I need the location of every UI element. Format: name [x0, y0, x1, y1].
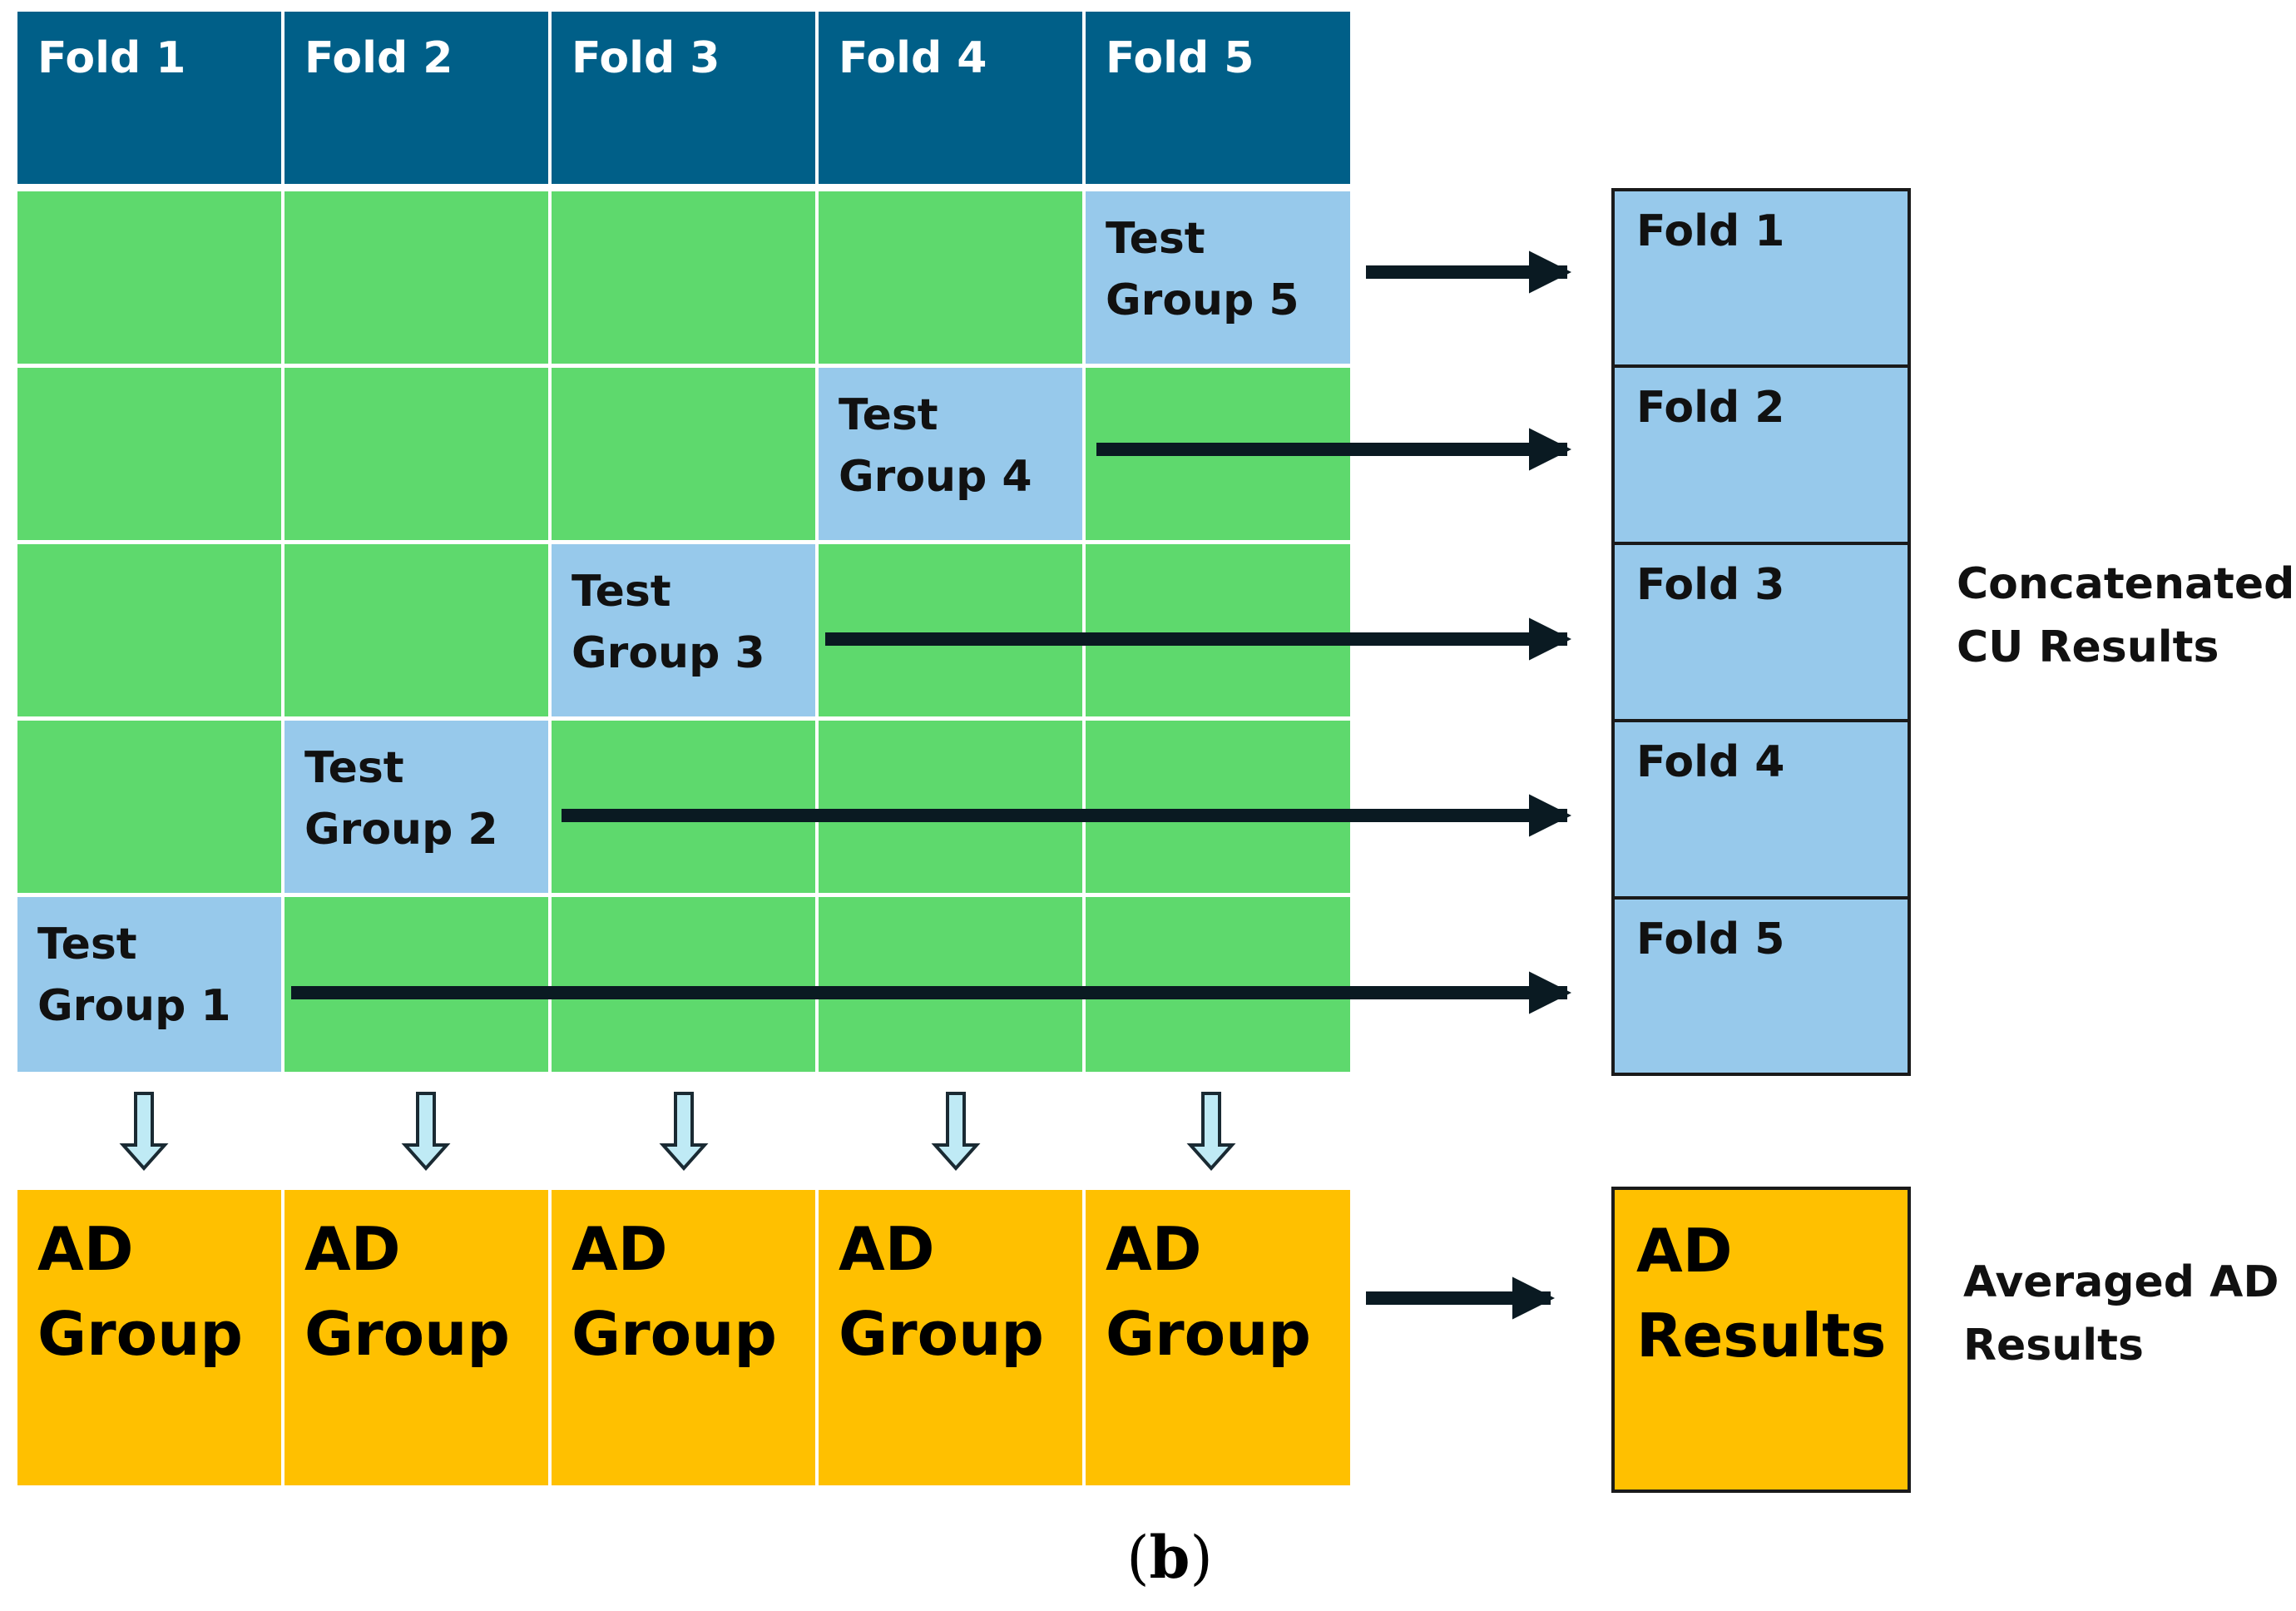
ad-group-1-line1: AD: [37, 1214, 134, 1284]
train-cell: [819, 191, 1082, 364]
test-group-5-line1: Test: [1106, 214, 1205, 264]
test-group-5-line2: Group 5: [1106, 275, 1299, 325]
ad-group-4-line2: Group: [839, 1299, 1044, 1369]
train-cell: [17, 544, 281, 716]
ad-group-5: AD Group: [1086, 1190, 1350, 1485]
down-arrow-icon: [119, 1092, 169, 1172]
cu-result-fold-4: Fold 4: [1611, 719, 1911, 897]
down-arrow-icon: [659, 1092, 709, 1172]
test-group-4: Test Group 4: [819, 368, 1082, 540]
ad-group-5-line1: AD: [1106, 1214, 1202, 1284]
ad-group-3-line1: AD: [572, 1214, 668, 1284]
fold-header-3: Fold 3: [552, 12, 815, 184]
test-group-1-line2: Group 1: [37, 981, 231, 1031]
test-group-3-line1: Test: [572, 567, 671, 617]
test-group-2: Test Group 2: [285, 721, 548, 893]
test-group-1-line1: Test: [37, 920, 137, 969]
train-cell: [285, 368, 548, 540]
test-group-4-line2: Group 4: [839, 452, 1032, 502]
cu-label-line1: Concatenated: [1957, 559, 2295, 609]
ad-group-2: AD Group: [285, 1190, 548, 1485]
cu-result-fold-2: Fold 2: [1611, 364, 1911, 543]
figure-caption: (b): [1120, 1523, 1220, 1592]
train-cell: [285, 191, 548, 364]
train-cell: [17, 721, 281, 893]
cu-result-fold-1: Fold 1: [1611, 188, 1911, 366]
caption-close: ): [1190, 1524, 1213, 1592]
train-cell: [1086, 721, 1350, 893]
train-cell: [552, 897, 815, 1072]
caption-letter: b: [1149, 1523, 1190, 1592]
ad-group-5-line2: Group: [1106, 1299, 1311, 1369]
ad-group-2-line1: AD: [304, 1214, 401, 1284]
train-cell: [1086, 897, 1350, 1072]
train-cell: [1086, 544, 1350, 716]
cu-label-line2: CU Results: [1957, 622, 2219, 672]
ad-label-line2: Results: [1963, 1321, 2144, 1371]
train-cell: [285, 544, 548, 716]
down-arrow-icon: [1186, 1092, 1236, 1172]
ad-results-box: AD Results: [1611, 1187, 1911, 1493]
averaged-ad-results-label: Averaged AD Results: [1963, 1251, 2292, 1377]
fold-header-2: Fold 2: [285, 12, 548, 184]
ad-group-3-line2: Group: [572, 1299, 777, 1369]
test-group-2-line1: Test: [304, 743, 404, 793]
ad-group-1: AD Group: [17, 1190, 281, 1485]
test-group-3-line2: Group 3: [572, 628, 765, 678]
ad-group-4-line1: AD: [839, 1214, 935, 1284]
ad-group-1-line2: Group: [37, 1299, 243, 1369]
cu-result-fold-5: Fold 5: [1611, 896, 1911, 1076]
down-arrow-icon: [931, 1092, 981, 1172]
cu-result-fold-3: Fold 3: [1611, 542, 1911, 720]
train-cell: [552, 191, 815, 364]
train-cell: [285, 897, 548, 1072]
train-cell: [819, 721, 1082, 893]
test-group-2-line2: Group 2: [304, 805, 498, 855]
down-arrow-icon: [401, 1092, 451, 1172]
ad-results-line2: Results: [1636, 1301, 1887, 1371]
test-group-4-line1: Test: [839, 390, 938, 440]
ad-group-3: AD Group: [552, 1190, 815, 1485]
train-cell: [17, 191, 281, 364]
train-cell: [17, 368, 281, 540]
train-cell: [819, 544, 1082, 716]
train-cell: [552, 721, 815, 893]
fold-header-5: Fold 5: [1086, 12, 1350, 184]
ad-results-line1: AD: [1636, 1216, 1733, 1286]
train-cell: [552, 368, 815, 540]
ad-label-line1: Averaged AD: [1963, 1257, 2279, 1307]
test-group-5: Test Group 5: [1086, 191, 1350, 364]
test-group-3: Test Group 3: [552, 544, 815, 716]
fold-header-1: Fold 1: [17, 12, 281, 184]
fold-header-4: Fold 4: [819, 12, 1082, 184]
test-group-1: Test Group 1: [17, 897, 281, 1072]
concatenated-cu-results-label: Concatenated CU Results: [1957, 553, 2296, 679]
caption-open: (: [1126, 1524, 1150, 1592]
ad-group-2-line2: Group: [304, 1299, 510, 1369]
ad-group-4: AD Group: [819, 1190, 1082, 1485]
train-cell: [819, 897, 1082, 1072]
